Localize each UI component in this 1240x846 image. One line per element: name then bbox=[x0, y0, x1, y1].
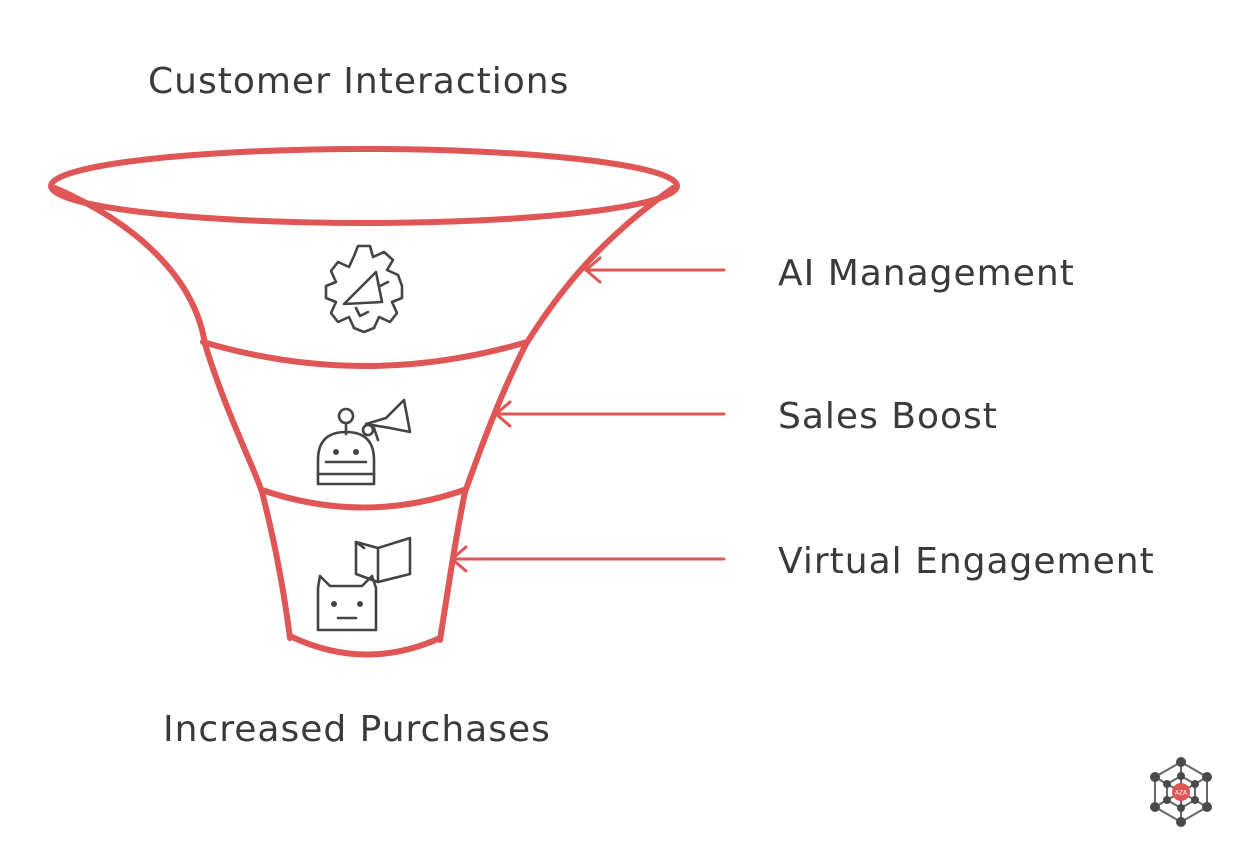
stage-arrow-1 bbox=[584, 256, 726, 284]
funnel-rim bbox=[48, 146, 680, 226]
stage-label-sales-boost: Sales Boost bbox=[778, 396, 998, 437]
logo-text: AZA bbox=[1175, 790, 1188, 797]
gear-megaphone-icon bbox=[324, 244, 404, 334]
funnel-left-side bbox=[52, 185, 293, 641]
stage-arrow-2 bbox=[494, 400, 726, 428]
robot-book-icon bbox=[316, 536, 412, 632]
funnel-divider-2 bbox=[259, 487, 467, 511]
stage-arrow-3 bbox=[450, 545, 726, 573]
funnel-top-label: Customer Interactions bbox=[148, 61, 570, 102]
robot-megaphone-icon bbox=[316, 398, 412, 486]
stage-label-ai-management: AI Management bbox=[778, 253, 1075, 294]
network-cube-logo: AZA bbox=[1150, 757, 1212, 827]
funnel bbox=[48, 146, 680, 658]
funnel-bottom bbox=[287, 633, 443, 658]
funnel-right-side bbox=[437, 185, 676, 643]
funnel-bottom-label: Increased Purchases bbox=[163, 709, 551, 750]
funnel-divider-1 bbox=[200, 339, 530, 369]
stage-label-virtual-engagement: Virtual Engagement bbox=[778, 541, 1155, 582]
